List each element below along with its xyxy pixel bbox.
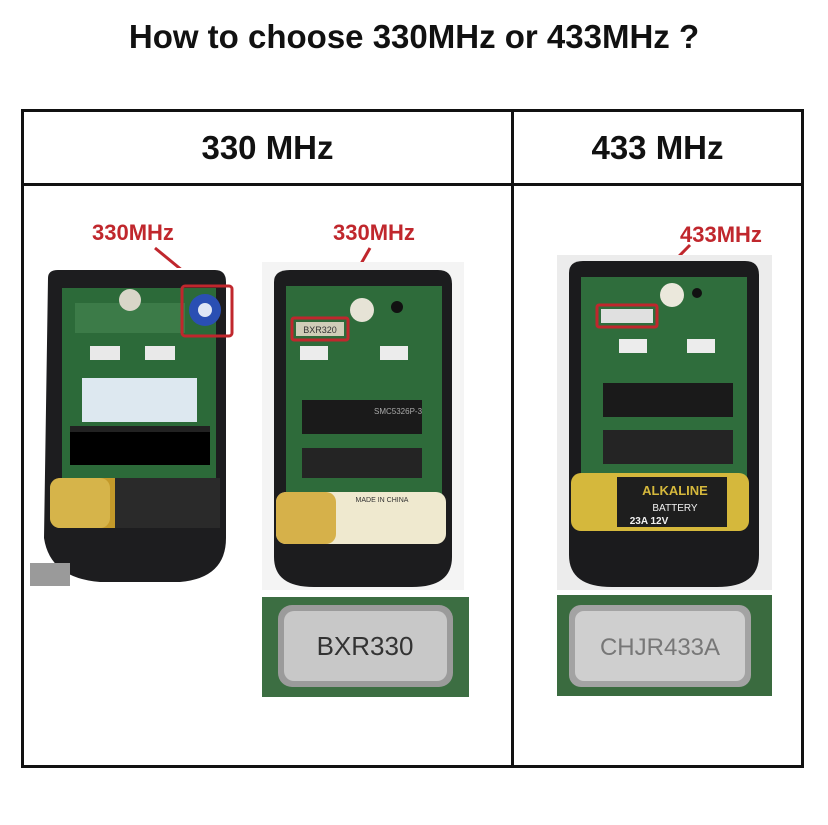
column-divider (511, 112, 514, 765)
header-divider (24, 183, 801, 186)
annotation-left-330mhz: 330MHz (92, 220, 174, 245)
middle-ic-text: SMC5326P-3 (374, 407, 423, 416)
middle-remote-photo: BXR320 SMC5326P-3 MADE IN CHINA (262, 262, 464, 590)
left-remote-photo (30, 268, 235, 586)
comparison-table: 330 MHz 433 MHz (21, 109, 804, 768)
annotation-right-433mhz: 433MHz (680, 222, 762, 247)
header-330mhz: 330 MHz (201, 128, 334, 166)
right-battery-brand: ALKALINE (642, 483, 708, 498)
right-crystal-photo: CHJR433A (557, 595, 772, 696)
middle-chip-label: BXR320 (303, 325, 337, 335)
page-title: How to choose 330MHz or 433MHz ? (128, 18, 700, 55)
right-battery-model: 23A 12V (630, 516, 669, 527)
header-433mhz: 433 MHz (591, 128, 724, 166)
right-battery-word: BATTERY (652, 503, 698, 514)
right-crystal-label: CHJR433A (600, 634, 720, 661)
middle-battery-text: MADE IN CHINA (356, 497, 409, 504)
middle-crystal-photo: BXR330 (262, 597, 469, 697)
right-remote-photo: ALKALINE BATTERY 23A 12V (557, 255, 772, 590)
annotation-middle-330mhz: 330MHz (333, 220, 415, 245)
middle-crystal-label: BXR330 (317, 631, 414, 661)
